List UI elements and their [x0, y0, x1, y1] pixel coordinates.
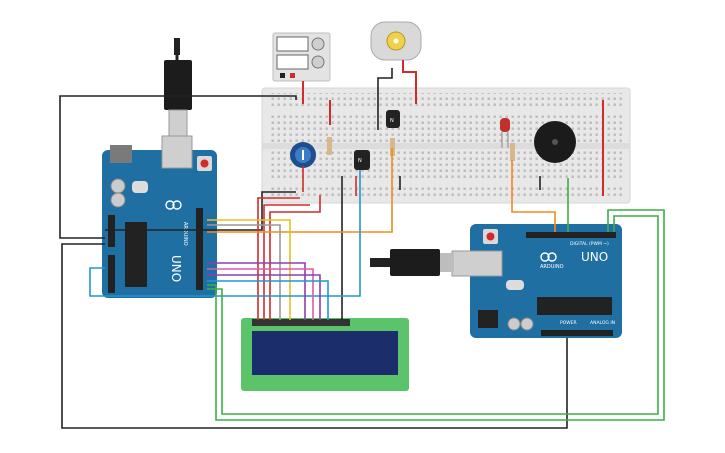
transistor-1[interactable]: N	[386, 110, 400, 128]
usb-cable-left	[164, 38, 192, 137]
wires	[59, 60, 665, 429]
potentiometer[interactable]	[290, 142, 316, 168]
piezo-buzzer[interactable]	[534, 121, 576, 163]
dc-motor[interactable]	[370, 21, 422, 61]
board-right-power-label: POWER	[560, 320, 577, 326]
board-left-model: UNO	[169, 255, 183, 282]
board-right-brand: ARDUINO	[540, 264, 564, 270]
arduino-uno-left[interactable]: UNO ARDUINO	[102, 135, 217, 298]
resistor-2[interactable]	[390, 138, 395, 156]
board-right-model: UNO	[581, 250, 608, 264]
usb-cable-right	[370, 249, 454, 276]
arduino-logo-right	[540, 252, 557, 262]
transistor-1-label: N	[390, 118, 394, 124]
transistor-2-label: N	[358, 158, 362, 164]
breadboard	[261, 87, 631, 204]
resistor-3[interactable]	[510, 143, 515, 161]
resistor-1[interactable]	[327, 137, 332, 155]
led-red[interactable]	[500, 118, 510, 148]
power-supply[interactable]	[272, 32, 331, 82]
arduino-uno-right[interactable]: UNO ARDUINO DIGITAL (PWM ~) POWER ANALOG…	[451, 224, 622, 338]
transistor-2[interactable]: N	[354, 150, 370, 170]
board-right-analog-label: ANALOG IN	[590, 320, 615, 326]
board-left-brand: ARDUINO	[182, 222, 188, 246]
board-right-digital-label: DIGITAL (PWM ~)	[570, 241, 609, 247]
arduino-logo-left	[165, 200, 182, 210]
lcd-display[interactable]	[241, 318, 409, 391]
